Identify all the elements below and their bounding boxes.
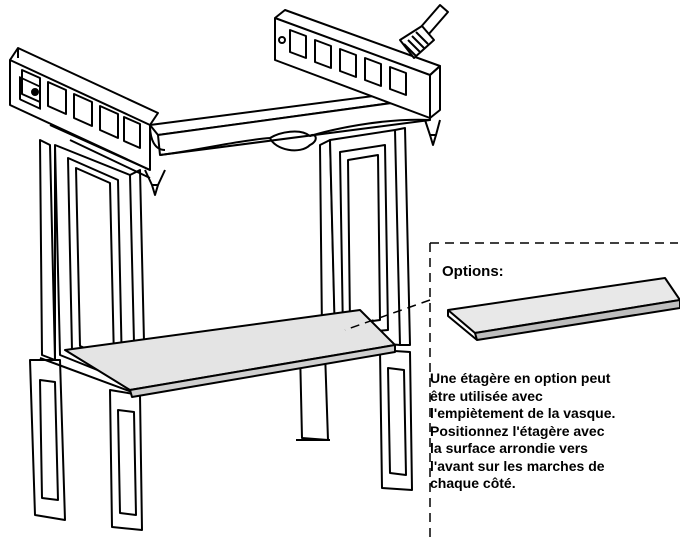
right-frieze	[274, 9, 441, 146]
shelf	[64, 309, 396, 398]
instruction-line: l'avant sur les marches de	[430, 457, 605, 474]
optional-shelf-board	[447, 277, 680, 341]
instruction-line: l'empiètement de la vasque.	[430, 405, 616, 421]
front-skirt	[149, 89, 431, 156]
instruction-line: la surface arrondie vers	[430, 440, 588, 456]
paintbrush-icon	[399, 4, 449, 59]
instruction-line: être utilisée avec	[430, 387, 543, 404]
instruction-line: Positionnez l'étagère avec	[430, 422, 605, 439]
options-callout	[344, 242, 678, 538]
right-back-leg	[296, 127, 413, 491]
left-front-leg	[29, 139, 146, 531]
instruction-line: Une étagère en option peut	[430, 370, 611, 386]
options-label: Options:	[442, 263, 504, 280]
left-frieze	[9, 47, 166, 196]
options-instructions: Une étagère en option peut être utilisée…	[430, 370, 680, 493]
instruction-line: chaque côté.	[430, 475, 516, 491]
